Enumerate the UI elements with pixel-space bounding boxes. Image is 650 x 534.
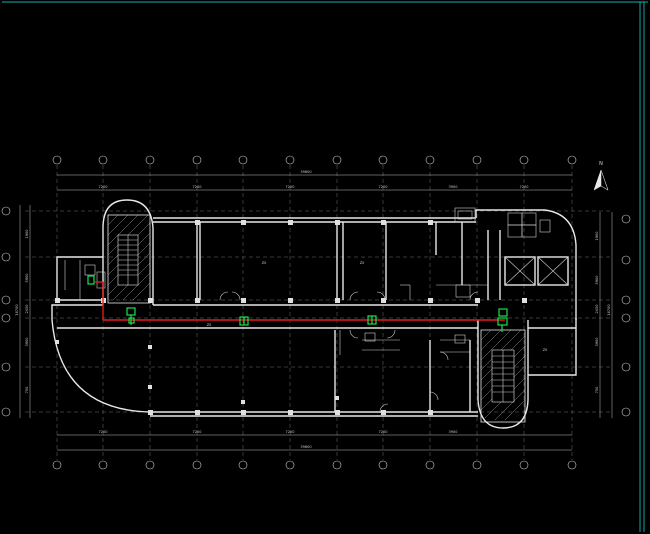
dim-top-2: 7200: [193, 185, 202, 189]
corridor-label: Z0: [207, 323, 212, 327]
stair-left: [107, 214, 151, 304]
room-label-3: Z0: [543, 348, 548, 352]
dimension-top: [57, 174, 572, 191]
dim-top-3: 7200: [286, 185, 295, 189]
dim-left-4: 3900: [25, 338, 29, 347]
elevator-shafts: [454, 207, 569, 286]
dim-left-1: 1900: [25, 230, 29, 239]
grid-bubbles-right: [621, 214, 631, 417]
dim-bottom-4: 7200: [379, 430, 388, 434]
north-arrow-icon: [593, 169, 609, 191]
fixtures: [84, 264, 471, 344]
dim-right-4: 3900: [595, 338, 599, 347]
dim-right-5: 750: [595, 387, 599, 394]
room-label-2: Z0: [360, 261, 365, 265]
equipment-markers: [87, 275, 508, 332]
dim-bottom-5: 3900: [449, 430, 458, 434]
dimension-bottom: [57, 434, 572, 451]
dimension-right: [599, 212, 613, 418]
dim-bottom-3: 7200: [286, 430, 295, 434]
dim-top-5: 3900: [449, 185, 458, 189]
room-label-1: Z0: [262, 261, 267, 265]
dim-right-3: 2450: [595, 305, 599, 314]
overall-dim-top: 39600: [300, 170, 311, 174]
dim-left-5: 750: [25, 387, 29, 394]
overall-dim-bottom: 39600: [300, 445, 311, 449]
dim-top-1: 7200: [99, 185, 108, 189]
dim-top-4: 7200: [379, 185, 388, 189]
grid-horizontal: [25, 210, 610, 413]
stair-right: [480, 329, 526, 423]
grid-bubbles-top: [52, 155, 577, 165]
dim-top-6: 7200: [520, 185, 529, 189]
dim-left-total: 16700: [15, 304, 19, 315]
north-label: N: [599, 161, 603, 167]
grid-bubbles-left: [1, 206, 11, 417]
dim-right-total: 16700: [607, 304, 611, 315]
dim-bottom-1: 7200: [99, 430, 108, 434]
dim-right-2: 5900: [595, 276, 599, 285]
dimension-left: [19, 205, 31, 418]
door-swings: [219, 291, 479, 413]
interior-walls: [64, 222, 501, 412]
grid-bubbles-bottom: [52, 460, 577, 470]
dim-left-2: 5900: [25, 274, 29, 283]
dim-right-1: 1900: [595, 232, 599, 241]
dim-bottom-2: 7200: [193, 430, 202, 434]
sprinkler-pipe: [95, 281, 505, 321]
dim-left-3: 2450: [25, 305, 29, 314]
